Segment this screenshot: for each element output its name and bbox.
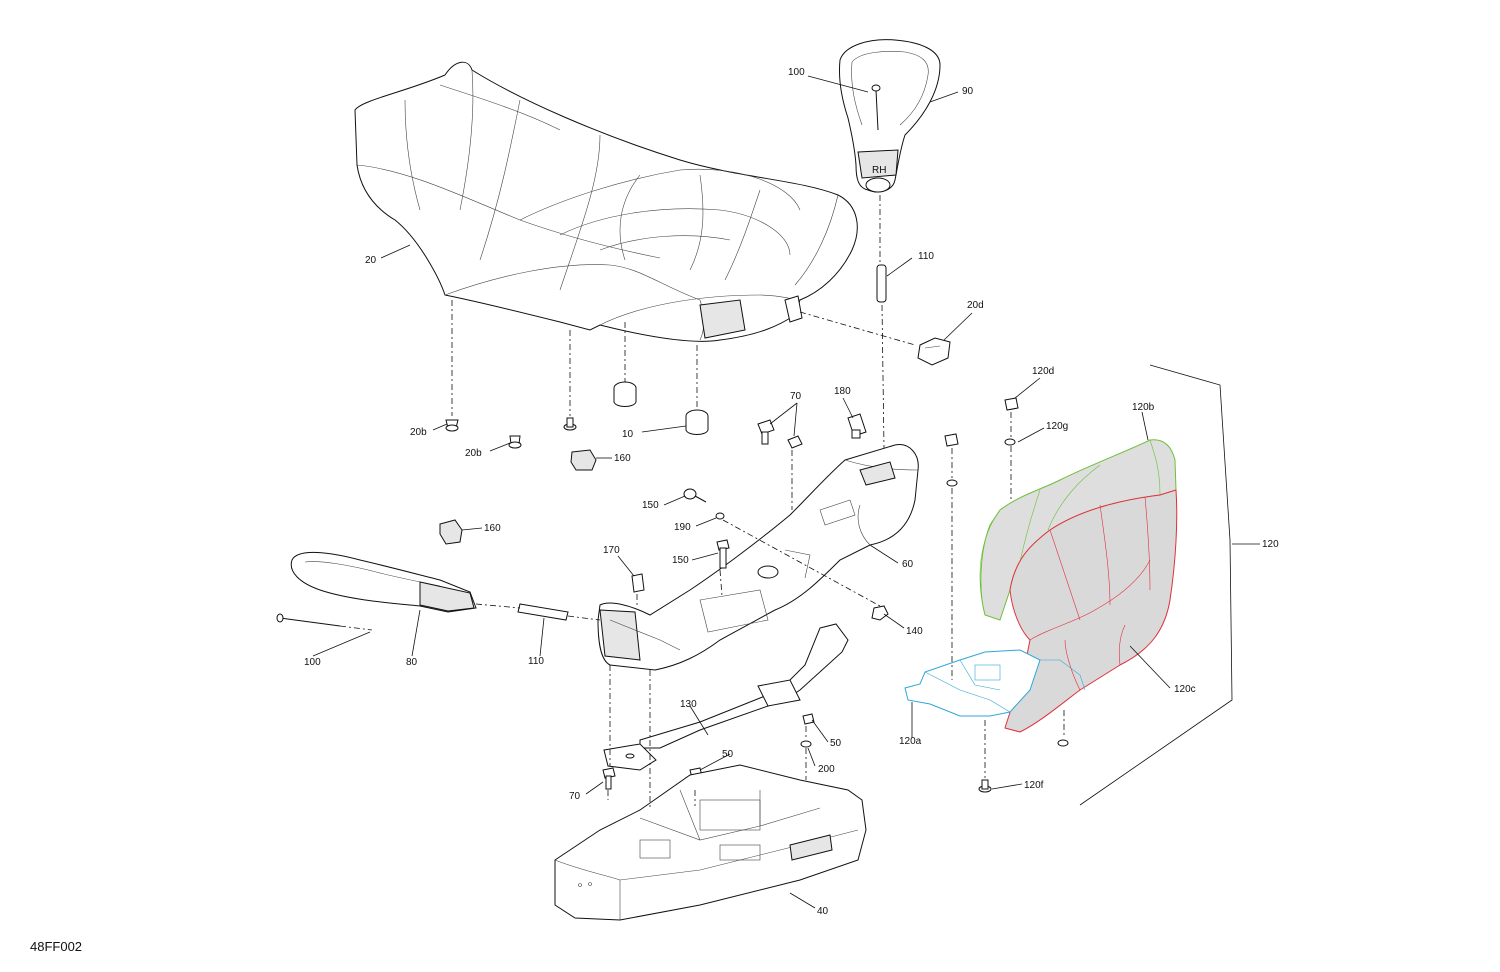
callout-70-top: 70 [790,391,802,402]
callout-130: 130 [680,699,697,710]
seat-frame-60-part[interactable] [597,444,919,671]
clip-170-part[interactable] [631,573,645,593]
assembly-centerlines [339,195,1065,810]
callout-20: 20 [365,255,377,266]
clip-20d-part[interactable] [917,337,951,366]
bolt-70-right-part[interactable] [787,435,803,449]
screw-150-lower-part[interactable] [716,539,730,569]
washer-200-part[interactable] [800,740,812,748]
backrest-bracket-120 [1079,364,1233,806]
callout-120g: 120g [1046,421,1068,432]
callout-100-bottom: 100 [304,657,321,668]
bumper-20b-middle-part[interactable] [508,435,522,449]
callout-160-upper: 160 [614,453,631,464]
screw-120g-left-part[interactable] [944,433,959,487]
callout-50-lower: 50 [722,749,734,760]
svg-text:RH: RH [872,165,886,176]
callout-90: 90 [962,86,974,97]
callout-60: 60 [902,559,914,570]
callout-150-upper: 150 [642,500,659,511]
backrest-120a-plate-part[interactable] [904,649,1086,717]
callout-180: 180 [834,386,851,397]
callout-40: 40 [817,906,829,917]
bumper-20b-left-part[interactable] [445,419,459,432]
callout-120f: 120f [1024,780,1044,791]
nut-120f-right-part [1057,739,1069,747]
screw-150-upper-part[interactable] [683,488,707,503]
callout-120a: 120a [899,736,922,747]
callout-20b-left: 20b [410,427,427,438]
support-rail-130-part[interactable] [603,623,849,771]
cap-160-upper-part[interactable] [570,449,597,471]
callout-200: 200 [818,764,835,775]
bolt-70-lower-part[interactable] [602,767,616,790]
bolt-50-right-part[interactable] [802,713,815,725]
pin-110-upper-part[interactable] [876,264,887,303]
seat-latch-part [784,295,803,323]
callout-50-right: 50 [830,738,842,749]
callout-110-top: 110 [918,251,934,262]
callout-140: 140 [906,626,923,637]
nut-140-part[interactable] [871,605,889,621]
callout-100-top: 100 [788,67,805,78]
callout-120: 120 [1262,539,1279,550]
figure-id: 48FF002 [30,939,82,954]
pin-100-lower-part[interactable] [276,613,341,627]
nut-120f-lower-part[interactable] [978,779,992,793]
connector-180-part[interactable] [847,413,867,439]
callout-110-bottom: 110 [528,656,544,667]
bolt-70-left-part[interactable] [757,419,775,445]
callout-70-bottom: 70 [569,791,581,802]
screw-120d-part[interactable] [1004,397,1019,411]
callout-20d: 20d [967,300,984,311]
callout-20b-middle: 20b [465,448,482,459]
rear-grab-handle-80-part[interactable] [290,551,477,613]
grommet-10-right-part[interactable] [685,409,709,435]
washer-190-part[interactable] [715,512,725,520]
callout-10: 10 [622,429,634,440]
callout-170: 170 [603,545,620,556]
callout-120b: 120b [1132,402,1155,413]
bumper-20b-seat-part [563,417,577,431]
callout-80: 80 [406,657,418,668]
seat-cushion-part[interactable] [354,61,858,342]
washer-120g-part[interactable] [1004,438,1016,446]
grommet-10-left-part[interactable] [613,381,637,407]
base-tray-40-part[interactable] [554,764,867,921]
cap-160-lower-part[interactable] [439,519,463,545]
callout-120d: 120d [1032,366,1054,377]
callout-120c: 120c [1174,684,1196,695]
upper-grab-handle-part[interactable]: RH [839,39,941,193]
callout-190: 190 [674,522,691,533]
callout-150-lower: 150 [672,555,689,566]
callout-leader-lines [312,75,1260,909]
pin-110-lower-part[interactable] [517,603,569,621]
callout-labels: 100 90 110 20 20d 20b 20b 10 160 160 70 … [304,67,1279,917]
callout-160-lower: 160 [484,523,501,534]
